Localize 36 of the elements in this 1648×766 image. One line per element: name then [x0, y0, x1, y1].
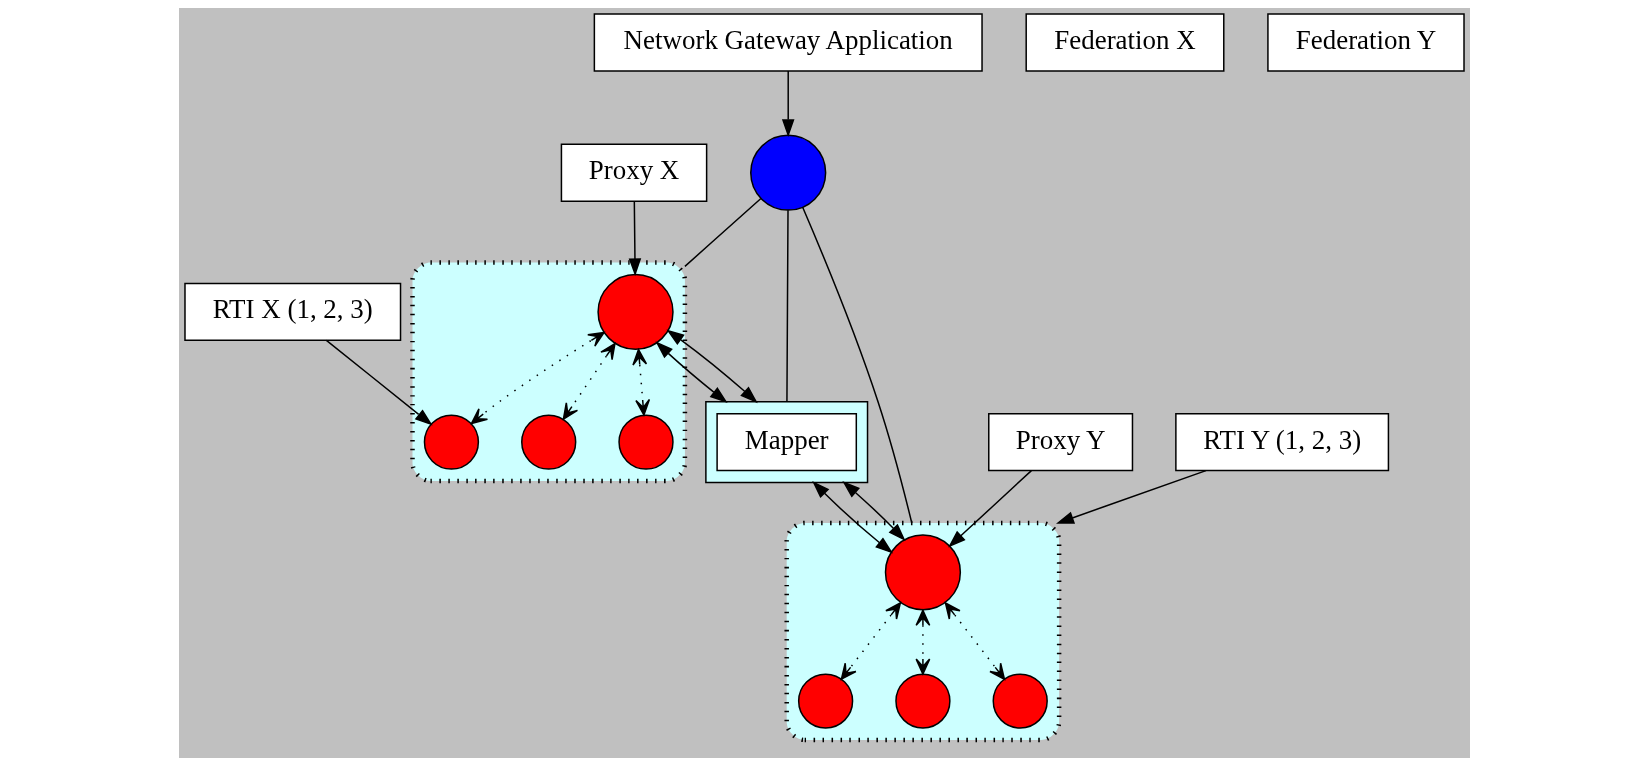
connector	[801, 206, 913, 524]
node-circle	[617, 414, 674, 470]
node-box: Proxy X	[560, 143, 707, 202]
node-box: Mapper	[715, 412, 857, 472]
node-circle	[423, 414, 479, 470]
node-box: Federation Y	[1266, 13, 1465, 72]
arrow	[665, 329, 758, 404]
node-circle	[884, 534, 961, 611]
arrow	[914, 609, 930, 675]
arrow	[325, 339, 433, 426]
node-circle	[992, 673, 1048, 729]
arrow	[628, 201, 641, 277]
node-box: Federation X	[1024, 13, 1224, 72]
node-box: RTI Y (1, 2, 3)	[1174, 412, 1389, 472]
arrow	[840, 602, 901, 680]
arrow	[811, 480, 893, 554]
node-circle	[797, 673, 853, 729]
arrow	[562, 342, 616, 420]
connector	[683, 197, 762, 268]
node-box: RTI X (1, 2, 3)	[183, 282, 401, 342]
node-circle	[520, 414, 576, 470]
node-circle	[749, 134, 826, 211]
cluster	[704, 400, 868, 484]
arrow	[1055, 469, 1207, 524]
arrow	[841, 481, 906, 542]
node-box: Network Gateway Application	[593, 13, 983, 72]
arrow	[470, 331, 605, 425]
arrow	[631, 348, 650, 416]
arrow	[654, 341, 728, 404]
node-box: Proxy Y	[987, 412, 1133, 472]
node-circle	[894, 673, 951, 729]
connector	[785, 209, 789, 403]
node-circle	[596, 273, 674, 351]
arrow	[947, 469, 1032, 548]
arrow	[781, 70, 794, 138]
arrow	[944, 602, 1005, 680]
